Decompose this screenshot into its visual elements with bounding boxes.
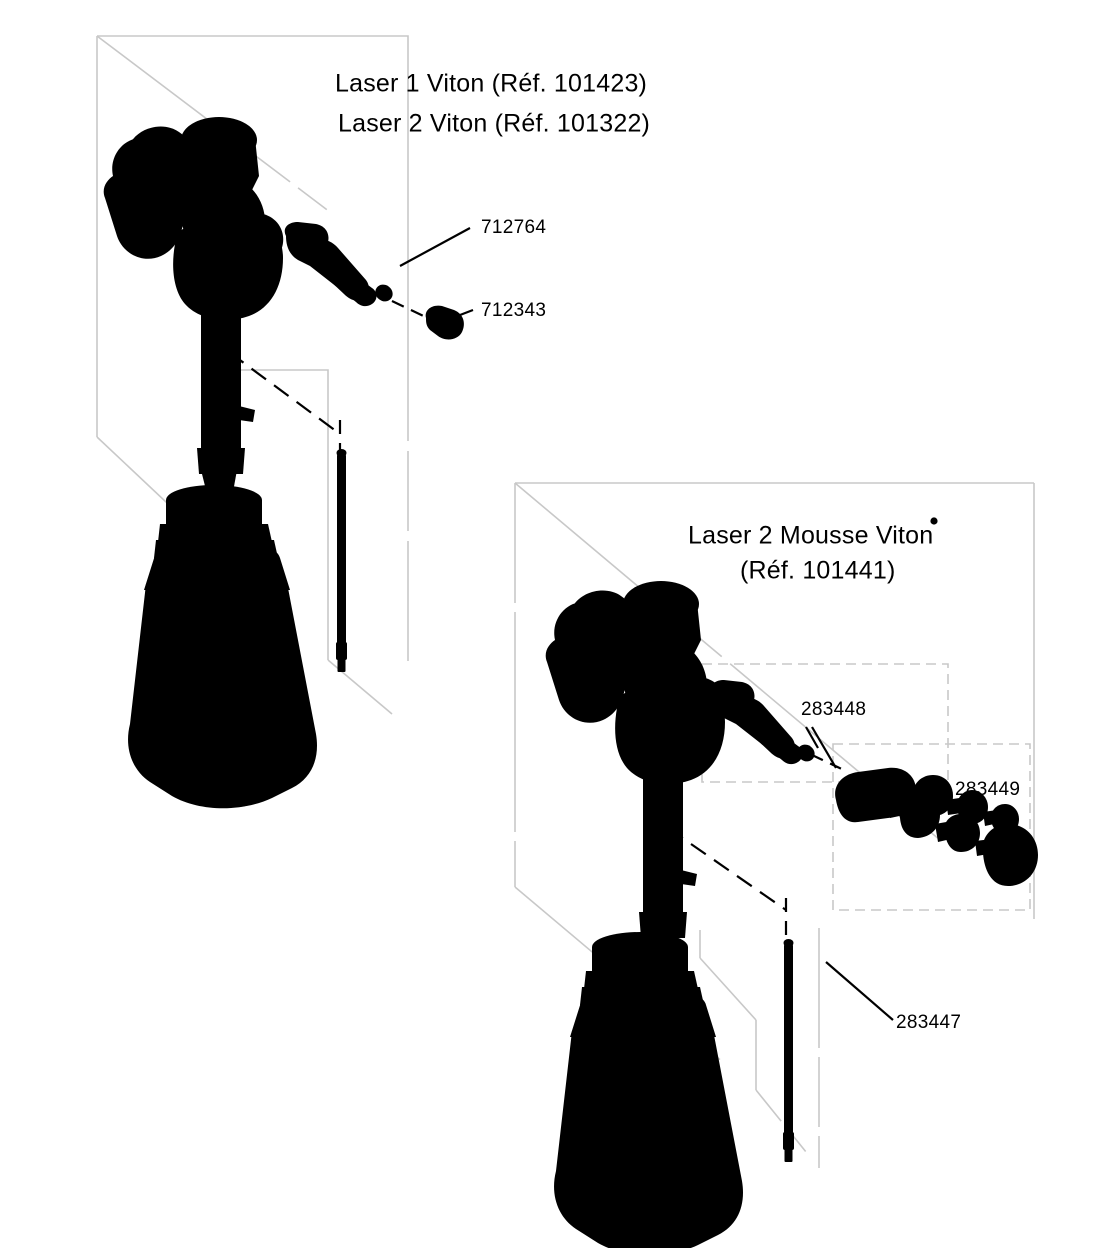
foam-nozzle-chain <box>835 767 1038 886</box>
pump-head-left <box>103 117 284 494</box>
print-dot-artifact <box>930 517 938 525</box>
assembly-left-title-line1: Laser 1 Viton (Réf. 101423) <box>335 70 647 98</box>
assembly-right-title-line1: Laser 2 Mousse Viton <box>688 522 933 550</box>
dip-tube-left <box>336 449 347 672</box>
assembly-lines-left <box>216 291 433 495</box>
pump-head-right <box>545 581 726 958</box>
assembly-right: Laser 2 Mousse Viton (Réf. 101441) <box>514 482 1038 1248</box>
nozzle-cap-left <box>425 305 464 340</box>
part-label-283449: 283449 <box>955 779 1020 800</box>
nozzle-left <box>284 222 377 307</box>
bottle-right <box>554 932 743 1248</box>
leader-283449 <box>935 791 953 813</box>
assembly-left-title-line2: Laser 2 Viton (Réf. 101322) <box>338 110 650 138</box>
foam-part-7 <box>944 814 980 852</box>
foam-part-end-cap <box>982 824 1038 886</box>
assembly-right-title-line2: (Réf. 101441) <box>740 557 895 585</box>
dip-tube-right <box>783 939 794 1162</box>
callout-panel-foam <box>832 743 1031 911</box>
leader-712764 <box>399 227 471 267</box>
leader-283448 <box>805 726 837 769</box>
bottle-left <box>128 485 317 809</box>
leader-283447 <box>825 961 894 1021</box>
leader-712343 <box>446 308 474 322</box>
assembly-left: Laser 1 Viton (Réf. 101423) Laser 2 Vito… <box>96 35 650 809</box>
assembly-lines-right <box>658 754 849 945</box>
part-label-283447: 283447 <box>896 1012 961 1033</box>
part-label-283448: 283448 <box>801 699 866 720</box>
part-label-712343: 712343 <box>481 300 546 321</box>
part-label-712764: 712764 <box>481 217 546 238</box>
foam-part-6 <box>899 794 940 838</box>
